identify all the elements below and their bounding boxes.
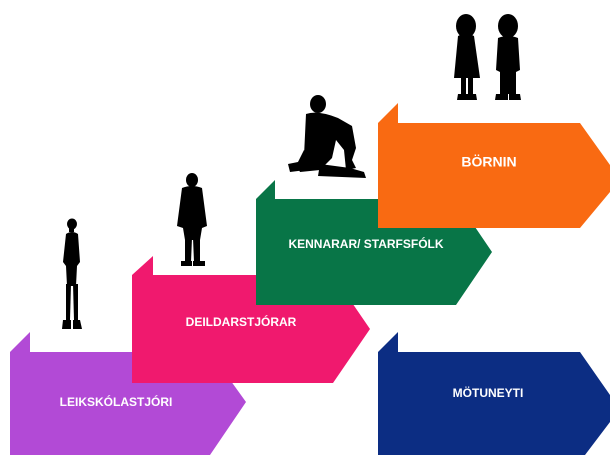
step-leikskolastjori-label: LEIKSKÓLASTJÓRI (60, 394, 173, 409)
step-deildarstjorar-label: DEILDARSTJÓRAR (186, 314, 297, 329)
standing-man-silhouette-icon (177, 173, 207, 266)
step-kennarar-label: KENNARAR/ STARFSFÓLK (288, 236, 443, 251)
step-motuneyti-label: MÖTUNEYTI (453, 385, 524, 400)
step-bornin-label: BÖRNIN (461, 154, 516, 170)
sitting-man-silhouette-icon (288, 95, 366, 178)
step-motuneyti-arrow (378, 332, 610, 455)
step-bornin: BÖRNIN (378, 103, 610, 228)
step-bornin-arrow (378, 103, 610, 228)
standing-child-silhouette-icon (62, 218, 82, 329)
two-children-silhouette-icon (454, 14, 521, 100)
step-motuneyti: MÖTUNEYTI (378, 332, 610, 455)
